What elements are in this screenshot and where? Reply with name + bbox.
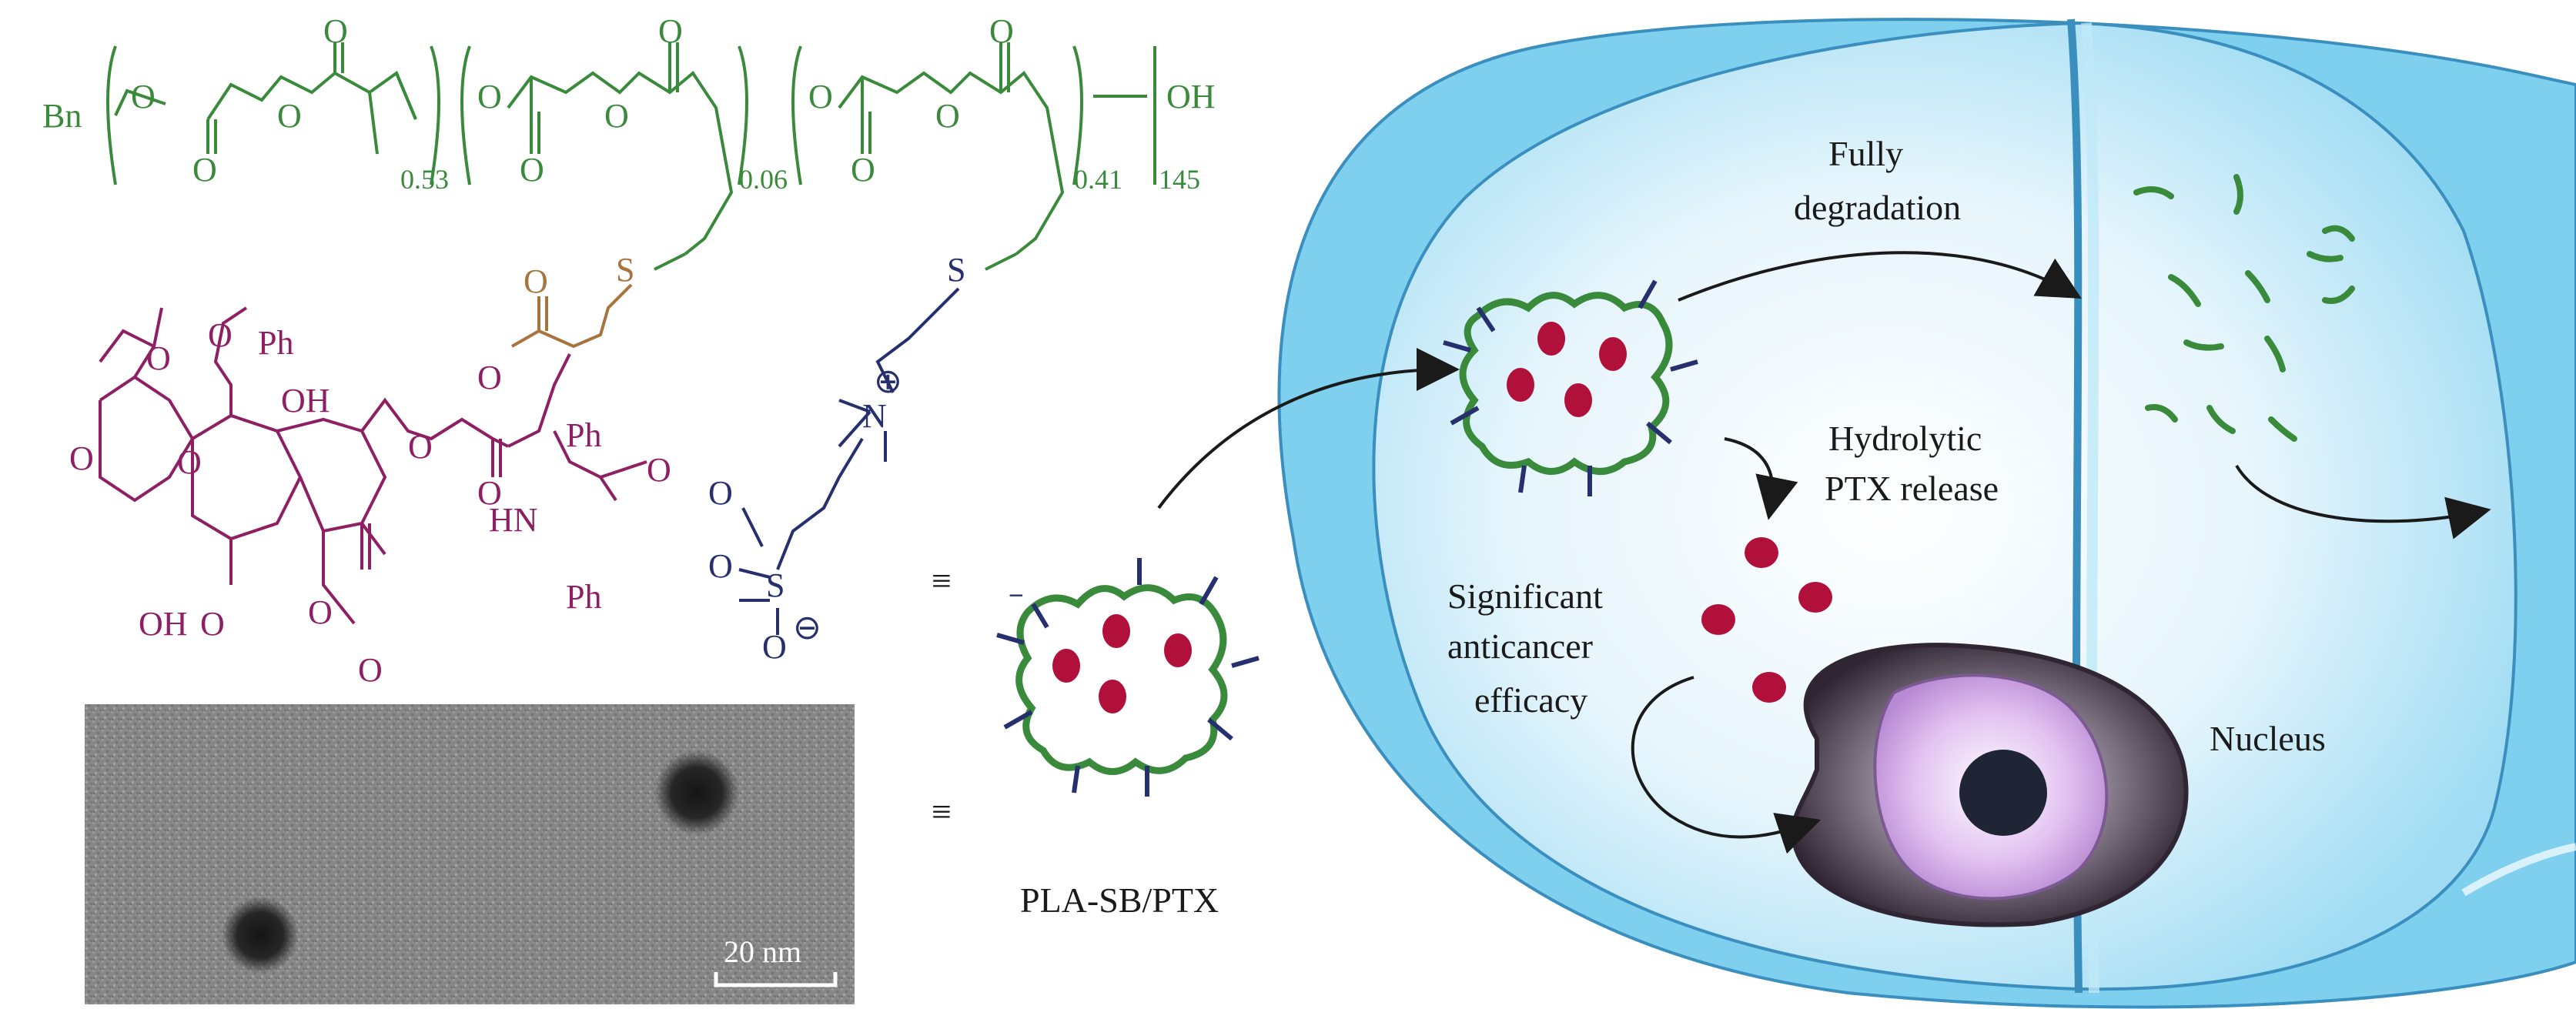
sulfur-label: S [947,251,965,289]
oxygen-label: O [408,428,433,466]
oxygen-label: O [477,474,502,512]
drug-molecule [1507,368,1534,402]
nitrogen-label: N [862,397,887,435]
oxygen-label: O [647,451,671,489]
equivalence-symbol-2: ≡ [932,792,952,831]
arrow-excretion [2235,464,2491,540]
drug-molecule [1701,604,1735,635]
nucleolus [1959,750,2047,836]
polymer-backbone [106,42,1156,256]
scale-bar-label: 20 nm [724,934,801,969]
sulfur-label: S [766,566,785,604]
subscript-fraction-3: 0.41 [1074,164,1122,195]
sulfur-label: S [616,251,634,289]
subscript-fraction-1: 0.53 [400,164,449,195]
polymer-labels: Bn O O O O O O O O O O O O 0.53 0.06 0.4… [42,12,1216,195]
oxygen-label: O [477,78,502,115]
tem-background [85,704,855,1004]
efficacy-label-line1: Significant [1447,576,1603,616]
subscript-fraction-2: 0.06 [739,164,788,195]
nanoparticle-left: − [996,558,1260,797]
drug-molecule [1798,582,1832,613]
oxygen-label: O [989,12,1014,50]
drug-molecule [1564,383,1592,417]
released-drug [1701,537,1832,703]
oxygen-label: O [200,605,225,643]
arrows [1157,251,2491,854]
drug-molecule [1052,649,1080,683]
charge-minus-icon: ⊖ [793,609,821,646]
hydroxyl-label: OH [281,382,330,419]
oxygen-label: O [131,78,156,115]
arrow-uptake [1157,348,1460,510]
degraded-fragments [2133,174,2355,442]
phenyl-label: Ph [258,324,293,362]
charge-plus-icon: − [1009,581,1024,610]
nucleus-label: Nucleus [2210,719,2326,758]
tem-micrograph: 20 nm [85,704,855,1004]
oxygen-label: O [935,97,960,135]
charge-plus-icon: ⊕ [874,363,902,400]
drug-molecule [1599,337,1627,371]
oxygen-label: O [308,593,333,631]
efficacy-label-line3: efficacy [1474,680,1587,720]
hydrolytic-label-line2: PTX release [1825,469,1999,508]
paclitaxel: O O Ph O O OH OH O O O O O O Ph HN O Ph [69,306,671,689]
oxygen-label: O [851,151,875,189]
diagram-labels: PLA-SB/PTX Fully degradation Hydrolytic … [1020,134,2326,920]
oxygen-label: O [520,151,544,189]
oxygen-label: O [208,316,233,354]
oxygen-label: O [192,151,217,189]
linker: S O [511,251,686,349]
efficacy-label-line2: anticancer [1447,626,1593,666]
oxygen-label: O [69,439,94,477]
equivalence-symbol-1: ≡ [932,561,952,600]
oxygen-label: O [708,547,733,585]
degree-of-polymerization: 145 [1159,164,1200,195]
oxygen-label: O [177,443,202,481]
tem-particle [222,897,299,974]
oxygen-label: O [323,12,348,50]
nucleus [1791,643,2189,927]
drug-molecule [1745,537,1778,568]
hydrolytic-label-line1: Hydrolytic [1828,419,1982,458]
degradation-label-line2: degradation [1794,188,1961,227]
oxygen-label: O [358,651,383,689]
oxygen-label: O [477,359,502,396]
phenyl-label: Ph [566,416,601,454]
drug-molecule [1164,633,1192,667]
drug-molecule [1537,322,1565,356]
phenyl-label: Ph [566,578,601,616]
oxygen-label: O [277,97,302,135]
oxygen-label: O [658,12,683,50]
tem-particle [654,750,739,835]
end-group-start: Bn [42,97,82,135]
nanoparticle-label: PLA-SB/PTX [1020,880,1219,920]
arrow-degradation [1678,251,2082,302]
scale-bar [714,972,838,987]
nanoparticle-cell [1443,279,1698,496]
hydroxyl-label: OH [139,605,188,643]
nh-label: HN [489,501,538,539]
cell-inner-compartment [1372,21,2517,991]
degradation-label-line1: Fully [1828,134,1903,173]
oxygen-label: O [808,78,833,115]
drug-molecule [1752,672,1786,703]
oxygen-label: O [708,474,733,512]
arrow-efficacy [1631,676,1822,854]
drug-molecule [1099,680,1126,713]
drug-molecule [1102,614,1130,648]
oxygen-label: O [762,628,787,666]
end-group-end: OH [1166,78,1216,115]
cell [1277,18,2576,1009]
zwitterion: S N ⊕ S O O O ⊖ [708,251,1017,666]
cell-edge-highlight [2461,843,2576,897]
nanoparticle-shell [1015,584,1228,775]
oxygen-label: O [604,97,629,135]
oxygen-label: O [524,262,548,300]
arrow-hydrolysis [1724,437,1798,520]
oxygen-label: O [146,339,171,377]
